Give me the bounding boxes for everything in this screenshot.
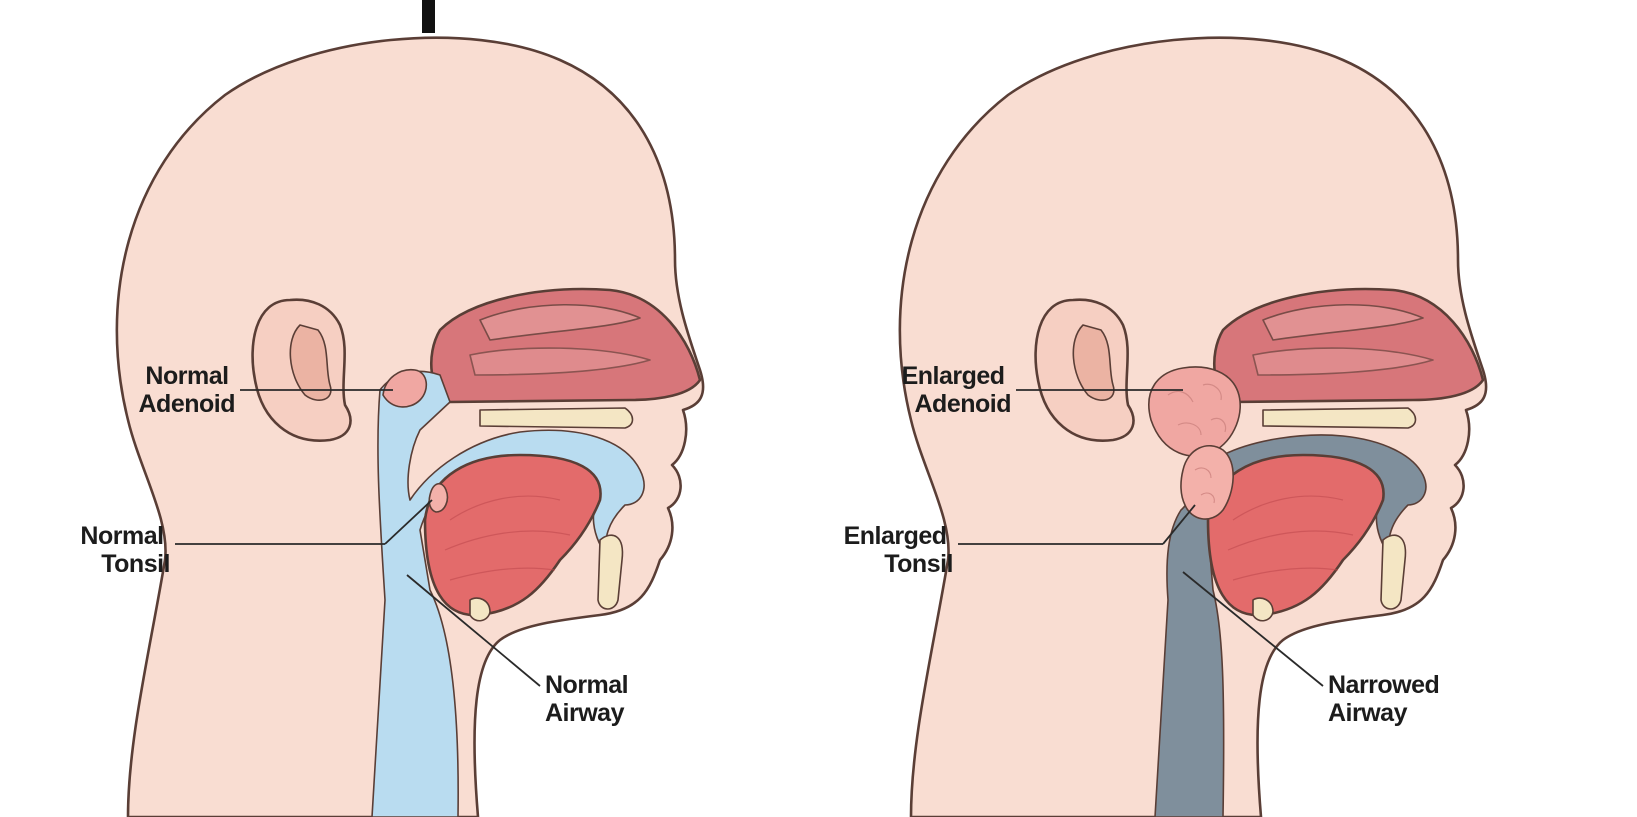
cropped-title-fragment [422,0,435,33]
hard-palate [480,408,633,428]
panel-enlarged: Enlarged Adenoid Enlarged Tonsil Narrowe… [844,38,1487,817]
label-enlarged-tonsil: Enlarged Tonsil [844,522,953,578]
panel-normal: Normal Adenoid Normal Tonsil Normal Airw… [80,38,703,817]
label-normal-airway: Normal Airway [545,671,635,727]
label-enlarged-adenoid: Enlarged Adenoid [902,362,1011,418]
tonsil-normal [429,484,447,512]
hard-palate [1263,408,1416,428]
jaw-bone [598,535,622,609]
jaw-bone [1381,535,1405,609]
label-normal-tonsil: Normal Tonsil [80,522,170,578]
label-normal-adenoid: Normal Adenoid [139,362,236,418]
label-narrowed-airway: Narrowed Airway [1328,671,1446,727]
